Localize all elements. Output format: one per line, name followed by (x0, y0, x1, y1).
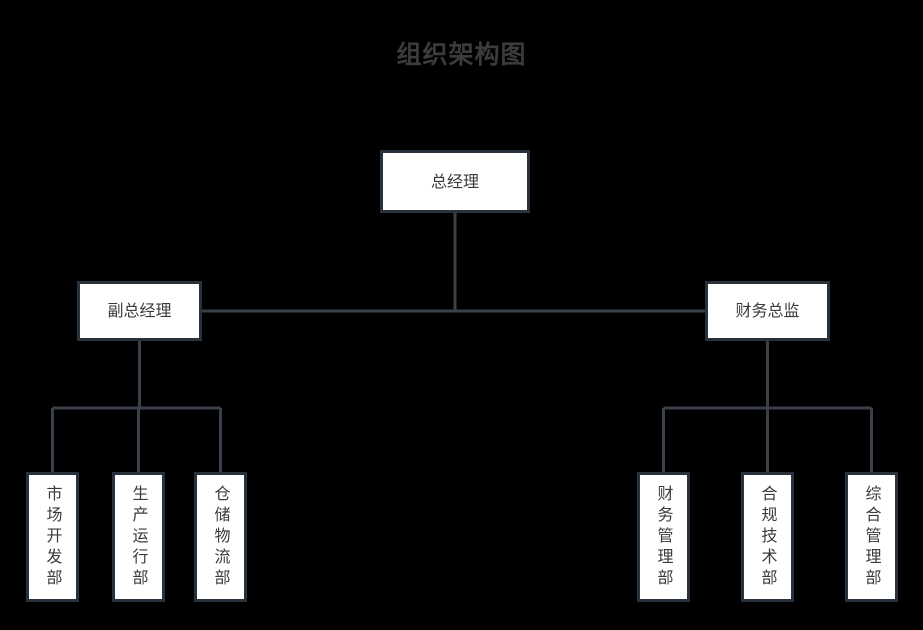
page-title: 组织架构图 (396, 40, 527, 69)
org-node-label: 仓储物流部 (211, 484, 231, 590)
org-node-n5[interactable]: 仓储物流部 (194, 472, 247, 602)
org-node-n0[interactable]: 总经理 (380, 150, 530, 213)
org-node-label: 市场开发部 (43, 484, 63, 590)
org-node-n2[interactable]: 财务总监 (705, 281, 830, 341)
org-node-n6[interactable]: 财务管理部 (637, 472, 690, 602)
org-node-n7[interactable]: 合规技术部 (741, 472, 794, 602)
org-node-n8[interactable]: 综合管理部 (845, 472, 898, 602)
org-node-n1[interactable]: 副总经理 (77, 281, 202, 341)
org-node-label: 生产运行部 (129, 484, 149, 590)
org-node-label: 财务管理部 (654, 484, 674, 590)
org-node-label: 副总经理 (107, 301, 172, 320)
org-node-n3[interactable]: 市场开发部 (26, 472, 79, 602)
org-node-label: 合规技术部 (758, 484, 778, 590)
org-node-label: 财务总监 (735, 301, 800, 320)
org-node-label: 综合管理部 (862, 484, 882, 590)
org-node-n4[interactable]: 生产运行部 (112, 472, 165, 602)
org-node-label: 总经理 (430, 171, 479, 191)
